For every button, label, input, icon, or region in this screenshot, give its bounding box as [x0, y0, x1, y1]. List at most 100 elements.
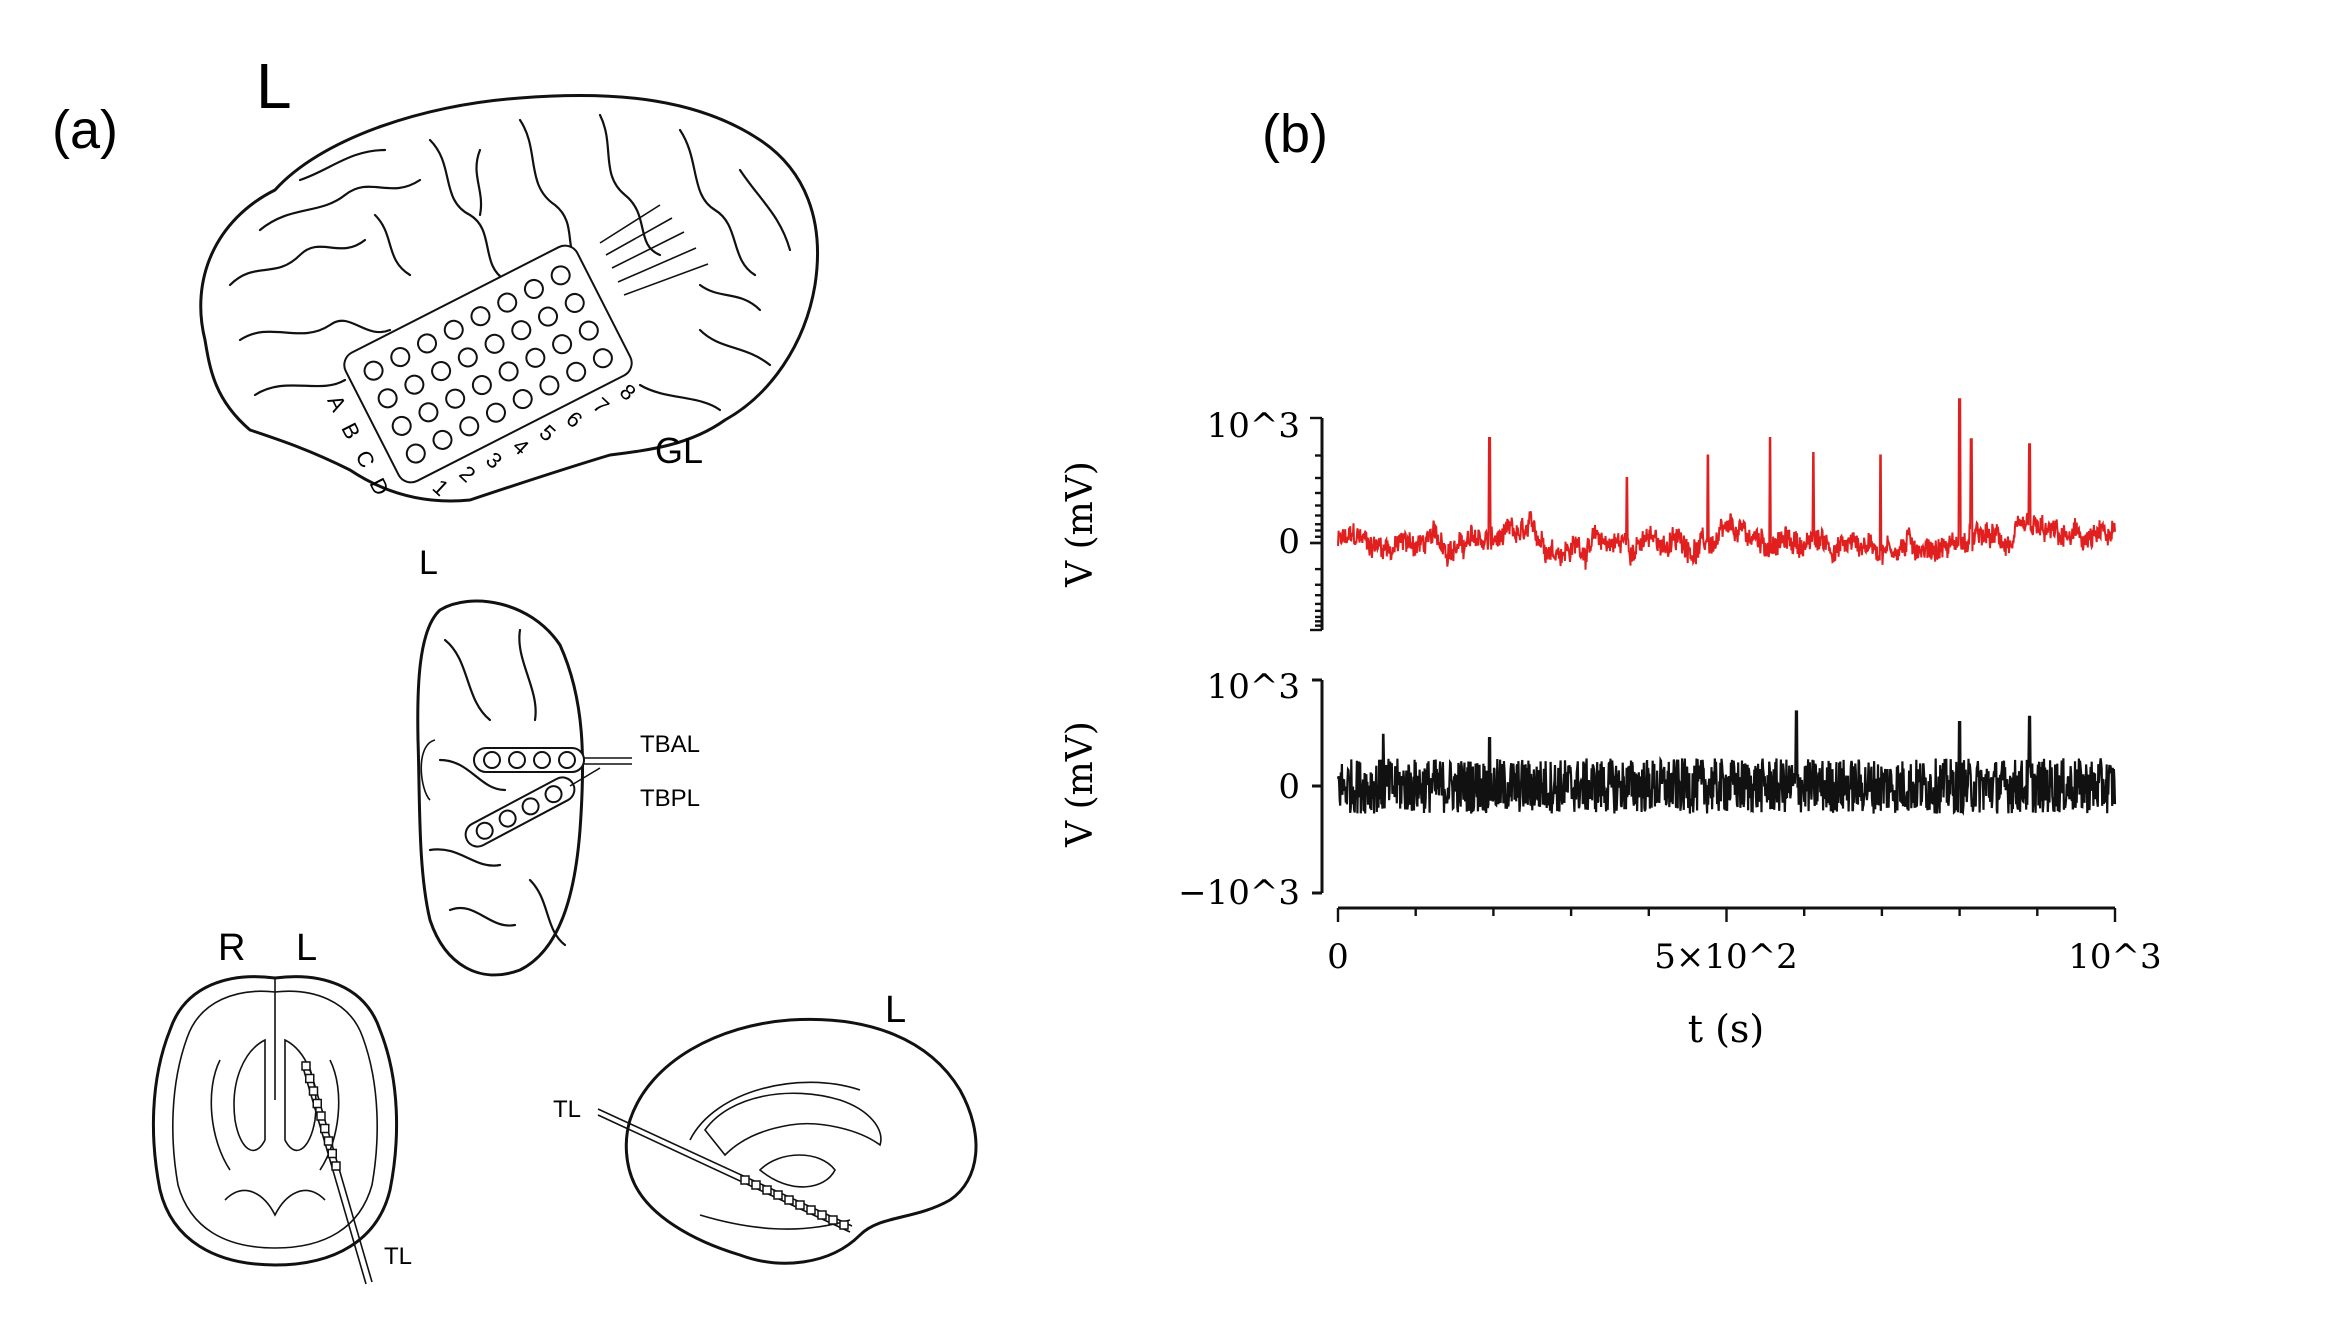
- axial-depth-contact: [305, 1073, 315, 1084]
- tbal-strip: [473, 747, 632, 773]
- x-axis-ticks: [1336, 908, 2117, 922]
- bottom-y-tick-label: −10^3: [1178, 873, 1300, 913]
- medial-depth-contact: [828, 1215, 838, 1225]
- medial-outline: [624, 1017, 978, 1265]
- grid-contact: [418, 402, 439, 423]
- medial-depth-label: TL: [553, 1096, 581, 1123]
- grid-contact: [497, 292, 518, 313]
- bottom-y-tick-label: 10^3: [1207, 667, 1300, 707]
- grid-contact: [445, 388, 466, 409]
- bottom-y-tick-label: 0: [1278, 767, 1300, 807]
- axial-depth-contact: [308, 1086, 319, 1096]
- grid-contact: [550, 265, 571, 286]
- grid-contact: [511, 320, 532, 341]
- medial-depth-contacts: [740, 1175, 849, 1230]
- top-series-line: [1337, 398, 2116, 570]
- grid-label: GL: [655, 430, 703, 471]
- axial-depth-contact: [331, 1161, 341, 1171]
- grid-contact: [363, 360, 384, 381]
- medial-depth-contact: [784, 1195, 794, 1205]
- tbpl-contact: [498, 809, 517, 828]
- grid-contact: [484, 333, 505, 354]
- axial-brain-drawing: R L TL: [151, 927, 412, 1285]
- grid-electrode-contacts: [363, 265, 613, 464]
- top-y-tick-label: 10^3: [1207, 406, 1300, 446]
- basal-brain-outline: [416, 599, 585, 977]
- medial-brain-drawing: L TL: [553, 989, 978, 1265]
- medial-depth-contact: [817, 1210, 827, 1220]
- axial-outline: [151, 975, 399, 1267]
- tbal-contact: [558, 751, 576, 769]
- grid-contact: [405, 443, 426, 464]
- tbal-contact: [533, 751, 551, 769]
- grid-contact: [498, 361, 519, 382]
- grid-contact: [391, 415, 412, 436]
- axial-depth-label: TL: [384, 1243, 412, 1270]
- medial-depth-contact: [839, 1220, 849, 1230]
- bottom-voltage-chart: 10^3 0 −10^3 V (mV) 0 5×10^2 10^3 t (s): [1060, 667, 2162, 1051]
- grid-contact: [525, 347, 546, 368]
- tbpl-contact: [521, 797, 540, 816]
- axial-depth-contact: [320, 1123, 330, 1134]
- grid-contact: [417, 333, 438, 354]
- x-tick-label: 5×10^2: [1654, 937, 1798, 977]
- grid-contact: [443, 319, 464, 340]
- medial-depth-contact: [762, 1185, 772, 1195]
- tbal-contact: [508, 751, 526, 769]
- axial-depth-contact: [301, 1061, 311, 1071]
- tbal-contacts: [483, 751, 576, 769]
- grid-contact: [566, 361, 587, 382]
- top-voltage-chart: 10^3 0 V (mV): [1060, 398, 2116, 632]
- panel-a-label: (a): [52, 100, 118, 160]
- grid-contact: [578, 320, 599, 341]
- grid-contact: [470, 306, 491, 327]
- grid-contact: [485, 402, 506, 423]
- grid-contact: [552, 334, 573, 355]
- medial-corpus-callosum: [703, 1092, 882, 1157]
- medial-depth-contact: [795, 1200, 805, 1210]
- bottom-series-line: [1336, 710, 2117, 816]
- axial-ventricles: [233, 1038, 317, 1152]
- axial-depth-contact: [327, 1148, 337, 1159]
- tbpl-strip: [464, 767, 601, 848]
- grid-contact: [592, 348, 613, 369]
- x-axis-label: t (s): [1688, 1007, 1765, 1051]
- axial-depth-contact: [316, 1111, 326, 1121]
- medial-depth-contact: [751, 1180, 761, 1190]
- x-tick-label: 10^3: [2068, 937, 2161, 977]
- axial-depth-contact: [312, 1098, 322, 1109]
- medial-depth-contact: [740, 1175, 750, 1185]
- grid-contact: [390, 347, 411, 368]
- axial-depth-electrode: [307, 1061, 373, 1283]
- tbal-label: TBAL: [640, 731, 700, 758]
- top-y-tick-label: 0: [1278, 522, 1300, 562]
- grid-contact: [564, 292, 585, 313]
- basal-hemisphere-label: L: [419, 544, 438, 582]
- tbpl-contact: [475, 821, 494, 840]
- grid-contact: [377, 388, 398, 409]
- grid-contact: [512, 389, 533, 410]
- grid-contact: [459, 416, 480, 437]
- grid-electrode-leads: [599, 204, 709, 296]
- grid-contact: [404, 374, 425, 395]
- grid-electrode-body: [343, 244, 633, 484]
- axial-left-label: L: [296, 927, 317, 969]
- grid-contact: [457, 347, 478, 368]
- tbpl-contact: [544, 785, 563, 804]
- bottom-y-axis-label: V (mV): [1060, 721, 1101, 848]
- medial-depth-contact: [806, 1205, 816, 1215]
- lateral-gyri: [228, 113, 792, 412]
- grid-contact: [431, 361, 452, 382]
- basal-brain-drawing: L TBAL TBPL: [416, 544, 700, 977]
- grid-contact: [471, 375, 492, 396]
- tbpl-label: TBPL: [640, 785, 700, 812]
- lateral-hemisphere-label: L: [256, 50, 292, 122]
- grid-contact: [538, 306, 559, 327]
- axial-depth-contact: [323, 1136, 334, 1146]
- axial-right-label: R: [218, 927, 245, 969]
- grid-contact: [432, 429, 453, 450]
- tbal-contact: [483, 751, 501, 769]
- basal-gyri: [420, 628, 567, 947]
